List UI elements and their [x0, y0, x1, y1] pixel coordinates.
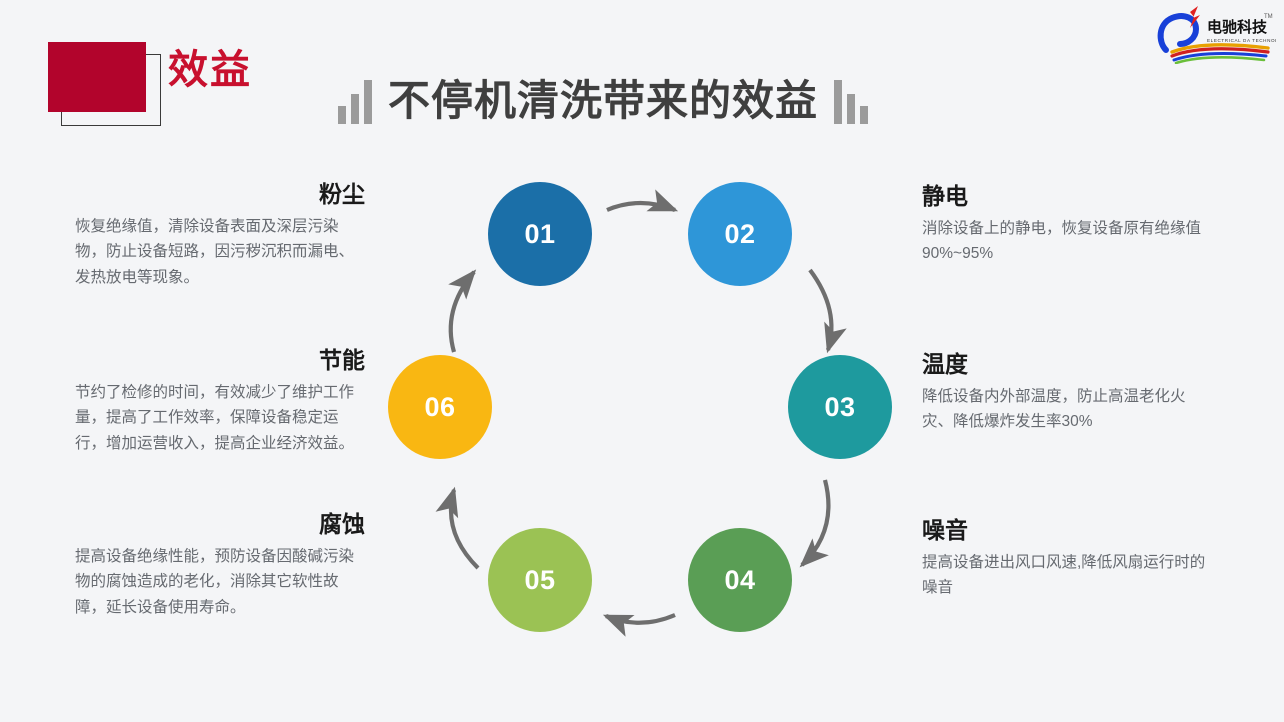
arrow-04-05: [602, 613, 676, 637]
info-title-06: 节能: [319, 347, 365, 373]
info-desc-01: 恢复绝缘值，清除设备表面及深层污染物，防止设备短路，因污秽沉积而漏电、发热放电等…: [75, 218, 355, 286]
cycle-node-04[interactable]: 04: [688, 528, 792, 632]
arrow-01-02: [606, 189, 679, 212]
info-block-03: 温度 降低设备内外部温度，防止高温老化火灾、降低爆炸发生率30%: [922, 351, 1214, 435]
svg-text:TM: TM: [1264, 14, 1273, 20]
cycle-node-05-number: 05: [524, 564, 556, 595]
arrow-06-01: [448, 269, 477, 353]
arrow-05-06: [435, 486, 480, 570]
arrow-02-03: [808, 268, 847, 354]
info-title-03: 温度: [922, 351, 968, 377]
svg-text:ELECTRICAL DA TECHNOLOGY: ELECTRICAL DA TECHNOLOGY: [1207, 38, 1276, 43]
title-badge: [48, 42, 168, 134]
info-desc-05: 提高设备绝缘性能，预防设备因酸碱污染物的腐蚀造成的老化，消除其它软性故障，延长设…: [75, 548, 355, 616]
info-block-01: 粉尘 恢复绝缘值，清除设备表面及深层污染物，防止设备短路，因污秽沉积而漏电、发热…: [75, 181, 367, 290]
cycle-node-06-number: 06: [424, 391, 456, 422]
info-title-04: 噪音: [922, 517, 968, 543]
cycle-node-03-number: 03: [824, 391, 856, 422]
info-title-01: 粉尘: [319, 181, 365, 207]
badge-fill-shape: [48, 42, 146, 112]
descending-bars-icon: [834, 80, 869, 124]
info-title-05: 腐蚀: [319, 511, 365, 537]
cycle-node-02-number: 02: [724, 218, 756, 249]
info-block-05: 腐蚀 提高设备绝缘性能，预防设备因酸碱污染物的腐蚀造成的老化，消除其它软性故障，…: [75, 511, 367, 620]
ascending-bars-icon: [338, 80, 372, 124]
cycle-node-01-number: 01: [524, 218, 556, 249]
cycle-arrows: [435, 189, 847, 637]
cycle-node-04-number: 04: [724, 564, 756, 595]
title-row: 不停机清洗带来的效益: [338, 62, 869, 124]
info-desc-04: 提高设备进出风口风速,降低风扇运行时的噪音: [922, 554, 1206, 597]
cycle-node-06[interactable]: 06: [388, 355, 492, 459]
info-block-04: 噪音 提高设备进出风口风速,降低风扇运行时的噪音: [922, 517, 1214, 601]
cycle-node-03[interactable]: 03: [788, 355, 892, 459]
arrow-03-04: [799, 479, 831, 568]
svg-text:电驰科技: 电驰科技: [1207, 18, 1268, 36]
cycle-node-02[interactable]: 02: [688, 182, 792, 286]
company-logo: 电驰科技 ELECTRICAL DA TECHNOLOGY TM: [1152, 4, 1284, 65]
cycle-node-01[interactable]: 01: [488, 182, 592, 286]
section-label: 效益: [168, 48, 252, 92]
info-desc-06: 节约了检修的时间，有效减少了维护工作量，提高了工作效率，保障设备稳定运行，增加运…: [75, 384, 355, 452]
info-block-06: 节能 节约了检修的时间，有效减少了维护工作量，提高了工作效率，保障设备稳定运行，…: [75, 347, 367, 456]
info-desc-02: 消除设备上的静电，恢复设备原有绝缘值90%~95%: [922, 220, 1202, 263]
cycle-node-05[interactable]: 05: [488, 528, 592, 632]
info-desc-03: 降低设备内外部温度，防止高温老化火灾、降低爆炸发生率30%: [922, 388, 1186, 431]
info-block-02: 静电 消除设备上的静电，恢复设备原有绝缘值90%~95%: [922, 183, 1214, 267]
cycle-diagram: 01 02 03 04 05 06: [370, 160, 910, 680]
info-title-02: 静电: [922, 183, 968, 209]
page-title: 不停机清洗带来的效益: [388, 77, 819, 124]
